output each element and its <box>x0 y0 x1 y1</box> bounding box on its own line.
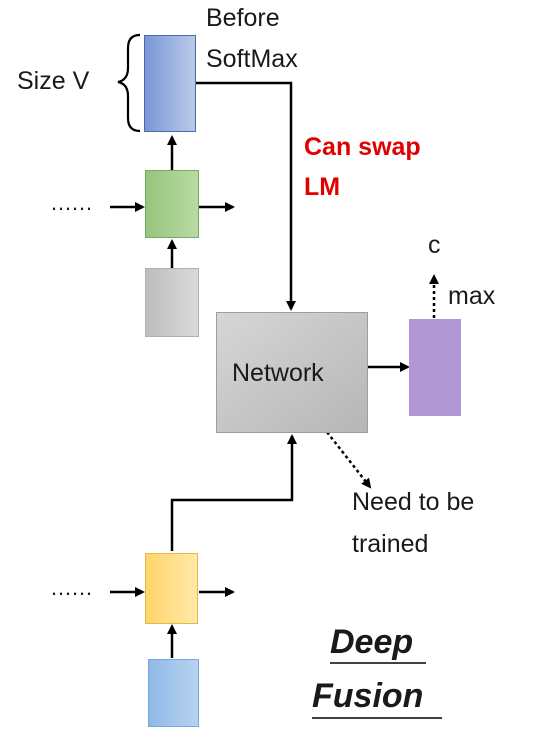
arrow-softmax-to-network <box>196 81 296 311</box>
deep-title: Deep <box>330 623 414 661</box>
before-softmax-label-line2: SoftMax <box>206 45 298 73</box>
size-v-label: Size V <box>17 67 90 95</box>
need-trained-label-line2: trained <box>352 530 429 558</box>
need-trained-label-line1: Need to be <box>352 488 475 516</box>
before-softmax-label-line1: Before <box>206 4 280 32</box>
decoder-input-box <box>148 659 199 727</box>
lm-hidden-box <box>145 170 199 238</box>
arrow-decoder-to-network <box>170 434 297 551</box>
decoder-ellipsis: …… <box>50 575 93 600</box>
output-c-label: c <box>428 231 441 259</box>
lm-ellipsis: …… <box>50 190 93 215</box>
network-label: Network <box>232 359 324 387</box>
output-box <box>409 319 461 416</box>
can-swap-label-line1: Can swap <box>304 133 421 161</box>
lm-input-box <box>145 268 199 337</box>
softmax-box <box>144 35 196 132</box>
size-v-brace <box>117 33 141 133</box>
fusion-title: Fusion <box>312 677 424 715</box>
network-box <box>216 312 368 433</box>
max-label: max <box>448 282 496 310</box>
can-swap-label-line2: LM <box>304 173 341 201</box>
decoder-hidden-box <box>145 553 198 624</box>
